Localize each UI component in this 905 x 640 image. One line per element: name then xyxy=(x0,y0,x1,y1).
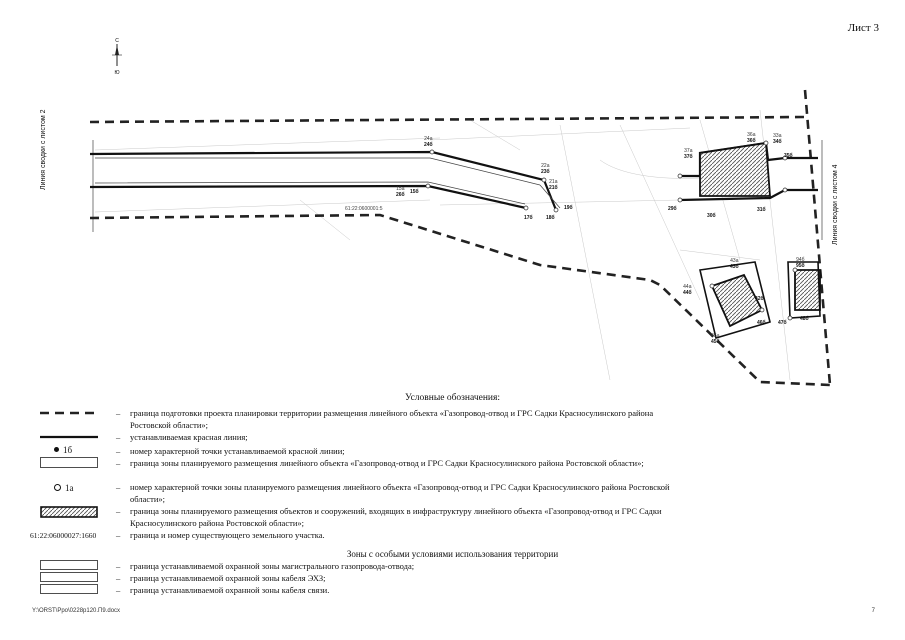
legend-title: Условные обозначения: xyxy=(404,393,500,403)
legend-item-point-zone: номер характерной точки зоны планируемог… xyxy=(130,482,670,504)
infrastructure-objects xyxy=(699,141,821,328)
zones-title: Зоны с особыми условиями использования т… xyxy=(346,549,559,559)
match-line-right-label: Линия сводки с листом 4 xyxy=(832,164,839,245)
legend-item-parcel: граница и номер существующего земельного… xyxy=(130,530,325,540)
point-label: 47б xyxy=(778,320,787,326)
point-label: 30б xyxy=(707,213,716,219)
site-plan xyxy=(89,89,832,387)
legend-hatched-icon xyxy=(40,506,98,518)
zone-item-comm: граница устанавливаемой охранной зоны ка… xyxy=(130,585,330,595)
point-label: 19б xyxy=(564,205,573,211)
point-label: 46б xyxy=(757,320,766,326)
legend-item-point-red-line: номер характерной точки устанавливаемой … xyxy=(130,446,345,456)
legend-item-red-line: устанавливаемая красная линия; xyxy=(130,432,248,442)
zone-item-ehz: граница устанавливаемой охранной зоны ка… xyxy=(130,573,326,583)
south-label: Ю xyxy=(114,70,119,76)
parcel-number-on-map: 61:22:0600001:5 xyxy=(345,206,383,212)
linear-object-zone xyxy=(94,153,771,209)
legend-item-infrastructure: граница зоны планируемого размещения объ… xyxy=(130,506,662,528)
point-label: 42б xyxy=(755,296,764,302)
point-label: 15б xyxy=(410,189,419,195)
sheet-label: Лист 3 xyxy=(847,22,879,34)
zone-item-gas: граница устанавливаемой охранной зоны ма… xyxy=(130,561,415,571)
point-label: 17б xyxy=(524,215,533,221)
legend-point-zone: 1а xyxy=(40,483,98,493)
zone-ehz-icon xyxy=(40,572,98,582)
legend-point-red-line: 1б xyxy=(40,445,98,455)
north-arrow-icon: С Ю xyxy=(110,36,124,76)
point-label: 18б xyxy=(546,215,555,221)
north-label: С xyxy=(115,38,119,44)
legend-solid-line-icon xyxy=(40,435,98,439)
footer-page-number: 7 xyxy=(871,608,875,614)
legend-zone-rect-icon xyxy=(40,457,98,468)
legend-item-linear-zone: граница зоны планируемого размещения лин… xyxy=(130,458,644,468)
match-line-left-label: Линия сводки с листом 2 xyxy=(40,109,47,190)
legend-dashed-line-icon xyxy=(40,411,98,415)
legend-parcel-number: 61:22:06000027:1660 xyxy=(30,531,97,540)
planning-boundary xyxy=(89,89,832,387)
point-label: 48б xyxy=(800,316,809,322)
zone-gas-icon xyxy=(40,560,98,570)
point-label: 31б xyxy=(757,207,766,213)
point-label: 29б xyxy=(668,206,677,212)
point-label: 35б xyxy=(784,153,793,159)
legend-item-planning-boundary: граница подготовки проекта планировки те… xyxy=(130,408,654,430)
point-markers xyxy=(425,140,798,321)
zone-comm-icon xyxy=(40,584,98,594)
footer-file-path: Y:\ORST\Ppo\0228p120.П9.docx xyxy=(32,608,121,614)
